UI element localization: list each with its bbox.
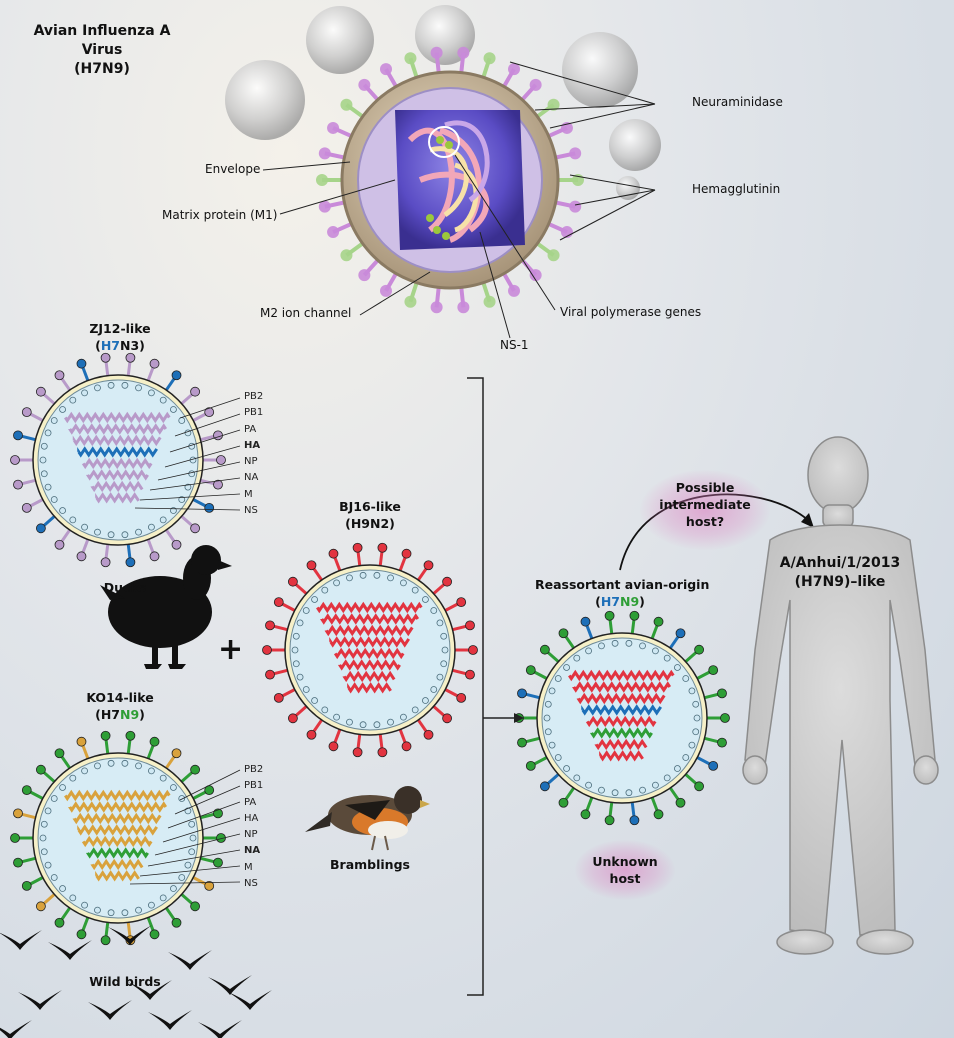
matrix-protein-label: Matrix protein (M1)	[162, 208, 278, 222]
zj12-subtype: (H7N3)	[70, 337, 170, 354]
ko14-subtype-n: N9	[120, 707, 140, 722]
zj12-title: ZJ12-like (H7N3)	[70, 320, 170, 354]
ko14-title: KO14-like (H7N9)	[70, 689, 170, 723]
unknown-host-line1: Unknown	[592, 854, 658, 869]
virion-leader-lines	[262, 61, 656, 339]
ns1-label: NS-1	[500, 338, 529, 352]
background-virus-cluster	[225, 5, 661, 200]
neuraminidase-label: Neuraminidase	[692, 95, 783, 109]
ko14-segment-list: PB2 PB1 PA HA NP NA M NS	[244, 762, 263, 892]
reassortant-subtype: (H7N9)	[535, 593, 705, 610]
brambling-bird	[305, 786, 430, 851]
ducks-label: Ducks	[103, 580, 147, 595]
unknown-host-label: Unknown host	[585, 853, 665, 887]
zj12-segment-np: NP	[244, 456, 258, 468]
zj12-segment-pa: PA	[244, 423, 257, 435]
merge-bracket	[467, 377, 518, 996]
reassortant-virus-diagram	[514, 610, 730, 826]
intermediate-host-label: Possible intermediate host?	[655, 479, 755, 530]
ko14-subtype-h: H7	[100, 707, 120, 722]
human-strain-label: A/Anhui/1/2013 (H7N9)–like	[765, 554, 915, 592]
ko14-name: KO14-like	[86, 690, 154, 705]
viral-polymerase-genes-label: Viral polymerase genes	[560, 305, 702, 319]
figure-title-line1: Avian Influenza A Virus	[33, 23, 171, 58]
zj12-segment-pb2: PB2	[244, 391, 264, 402]
intermediate-line2: intermediate	[659, 497, 751, 512]
ko14-subtype: (H7N9)	[70, 706, 170, 723]
zj12-segment-list: PB2 PB1 PA HA NP NA M NS	[244, 389, 263, 519]
virion-cutaway	[316, 46, 584, 314]
zj12-segment-ha: HA	[244, 439, 261, 451]
ko14-segment-ha: HA	[244, 812, 259, 824]
ko14-segment-pb2: PB2	[244, 764, 264, 775]
ko14-subtype-open: (	[95, 707, 101, 722]
ko14-segment-na: NA	[244, 845, 261, 857]
intermediate-host-glow	[640, 470, 770, 550]
reassortant-subtype-n: N9	[620, 594, 640, 609]
hemagglutinin-label: Hemagglutinin	[692, 182, 781, 196]
zj12-segment-ns: NS	[244, 505, 258, 517]
zj12-name: ZJ12-like	[89, 321, 151, 336]
ko14-virus-diagram	[10, 730, 226, 946]
ko14-segment-pa: PA	[244, 796, 257, 808]
human-strain-line1: A/Anhui/1/2013	[779, 555, 901, 571]
merge-arrowhead	[514, 713, 524, 723]
bj16-subtype: (H9N2)	[345, 516, 395, 531]
wild-birds-flock	[0, 925, 272, 1038]
transmission-arrowhead	[801, 513, 814, 528]
zj12-segment-pb1: PB1	[244, 407, 264, 419]
duck-silhouette	[100, 545, 232, 669]
bj16-title: BJ16-like (H9N2)	[320, 498, 420, 532]
human-strain-line2: (H7N9)–like	[794, 574, 886, 590]
wild-birds-label: Wild birds	[89, 974, 161, 989]
unknown-host-glow	[575, 840, 675, 900]
bramblings-label: Bramblings	[330, 857, 410, 872]
reassortant-title: Reassortant avian-origin (H7N9)	[535, 576, 710, 610]
bj16-name: BJ16-like	[339, 499, 401, 514]
intermediate-line3: host?	[685, 514, 725, 529]
ko14-subtype-close: )	[139, 707, 145, 722]
zj12-subtype-close: )	[139, 338, 145, 353]
m2-ion-channel-label: M2 ion channel	[260, 306, 352, 320]
intermediate-line1: Possible	[675, 480, 735, 495]
zj12-virus-diagram	[10, 352, 226, 568]
plus-sign: +	[218, 632, 244, 667]
ko14-segment-np: NP	[244, 829, 258, 841]
reassortant-line1: Reassortant avian-origin	[535, 577, 710, 592]
zj12-segment-m: M	[244, 488, 253, 500]
envelope-label: Envelope	[205, 162, 261, 176]
zj12-segment-na: NA	[244, 472, 259, 484]
zj12-subtype-h: H7	[100, 338, 120, 353]
ko14-segment-pb1: PB1	[244, 780, 264, 792]
human-figure	[742, 436, 939, 955]
zj12-subtype-open: (	[95, 338, 101, 353]
ko14-segment-ns: NS	[244, 878, 258, 890]
figure-title: Avian Influenza A Virus (H7N9)	[12, 22, 192, 79]
reassortant-subtype-open: (	[595, 594, 601, 609]
segment-leader-lines	[129, 397, 241, 885]
reassortant-subtype-close: )	[639, 594, 645, 609]
unknown-host-line2: host	[609, 871, 641, 886]
figure-title-line2: (H7N9)	[74, 61, 130, 77]
reassortant-subtype-h: H7	[600, 594, 620, 609]
bj16-virus-diagram	[262, 542, 478, 758]
zj12-subtype-n: N3	[120, 338, 140, 353]
ko14-segment-m: M	[244, 861, 253, 873]
